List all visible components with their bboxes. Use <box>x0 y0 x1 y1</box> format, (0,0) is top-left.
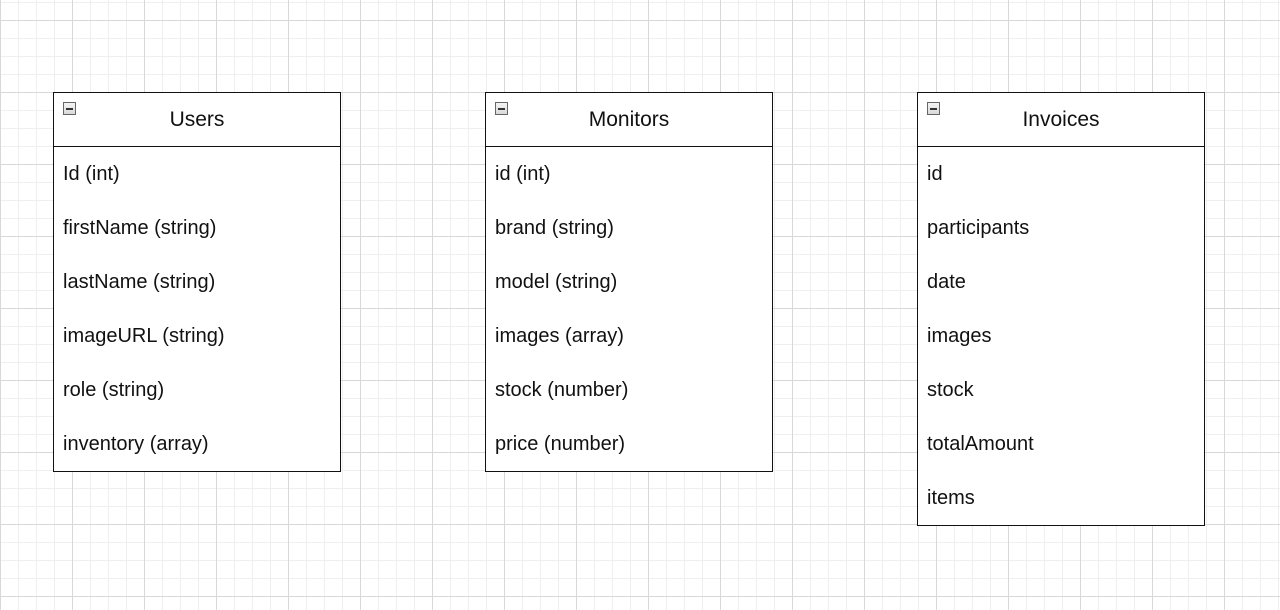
entity-field[interactable]: price (number) <box>495 433 626 455</box>
entity-field[interactable]: participants <box>927 217 1030 239</box>
entity-field[interactable]: role (string) <box>63 379 165 401</box>
field-list: id (int) brand (string) model (string) i… <box>486 147 772 471</box>
entity-title: Monitors <box>588 108 670 131</box>
field-list: id participants date images stock totalA… <box>918 147 1204 525</box>
entity-field[interactable]: inventory (array) <box>63 433 209 455</box>
entity-field[interactable]: imageURL (string) <box>63 325 225 347</box>
entity-field[interactable]: items <box>927 487 975 509</box>
collapse-icon[interactable] <box>63 102 76 115</box>
entity-field[interactable]: images (array) <box>495 325 624 347</box>
entity-invoices[interactable]: Invoices id participants date images sto… <box>917 92 1205 526</box>
entity-field[interactable]: model (string) <box>495 271 618 293</box>
entity-field[interactable]: totalAmount <box>927 433 1034 455</box>
entity-header: Monitors <box>486 93 772 147</box>
entity-field[interactable]: stock <box>927 379 974 401</box>
entity-field[interactable]: id (int) <box>495 163 551 185</box>
entity-monitors[interactable]: Monitors id (int) brand (string) model (… <box>485 92 773 472</box>
collapse-icon[interactable] <box>495 102 508 115</box>
entity-header: Invoices <box>918 93 1204 147</box>
entity-field[interactable]: brand (string) <box>495 217 614 239</box>
entity-field[interactable]: firstName (string) <box>63 217 217 239</box>
entity-header: Users <box>54 93 340 147</box>
entity-field[interactable]: id <box>927 163 943 185</box>
entity-field[interactable]: Id (int) <box>63 163 120 185</box>
field-list: Id (int) firstName (string) lastName (st… <box>54 147 340 471</box>
entity-field[interactable]: images <box>927 325 992 347</box>
entity-users[interactable]: Users Id (int) firstName (string) lastNa… <box>53 92 341 472</box>
entity-field[interactable]: stock (number) <box>495 379 629 401</box>
entity-title: Invoices <box>1022 108 1100 131</box>
entity-field[interactable]: lastName (string) <box>63 271 216 293</box>
entity-title: Users <box>169 108 225 131</box>
collapse-icon[interactable] <box>927 102 940 115</box>
entity-field[interactable]: date <box>927 271 966 293</box>
